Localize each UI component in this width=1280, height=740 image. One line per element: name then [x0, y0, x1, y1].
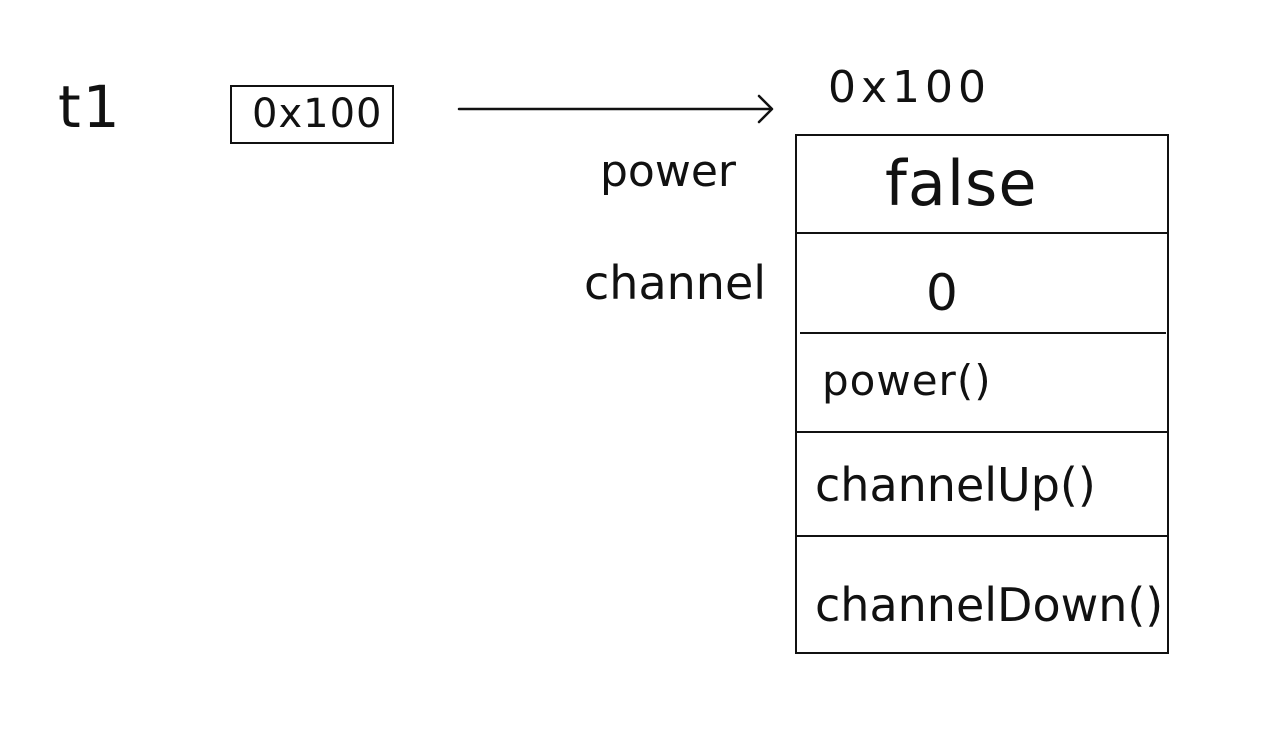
cell-method-power: power() — [822, 356, 992, 405]
cell-method-channel-down: channelDown() — [815, 578, 1164, 632]
cell-divider — [796, 535, 1168, 537]
object-address: 0x100 — [828, 62, 992, 113]
reference-arrow — [457, 94, 774, 124]
cell-channel-value: 0 — [926, 264, 958, 322]
variable-name: t1 — [58, 73, 122, 141]
cell-divider — [796, 232, 1168, 234]
reference-box — [230, 85, 394, 144]
cell-divider — [800, 332, 1166, 334]
field-label-channel: channel — [584, 256, 767, 310]
cell-method-channel-up: channelUp() — [815, 458, 1096, 512]
object-memory-box — [795, 134, 1169, 654]
field-label-power: power — [600, 146, 736, 197]
cell-power-value: false — [885, 147, 1038, 220]
reference-value: 0x100 — [252, 91, 383, 137]
arrow-head — [757, 94, 774, 124]
cell-divider — [796, 431, 1168, 433]
